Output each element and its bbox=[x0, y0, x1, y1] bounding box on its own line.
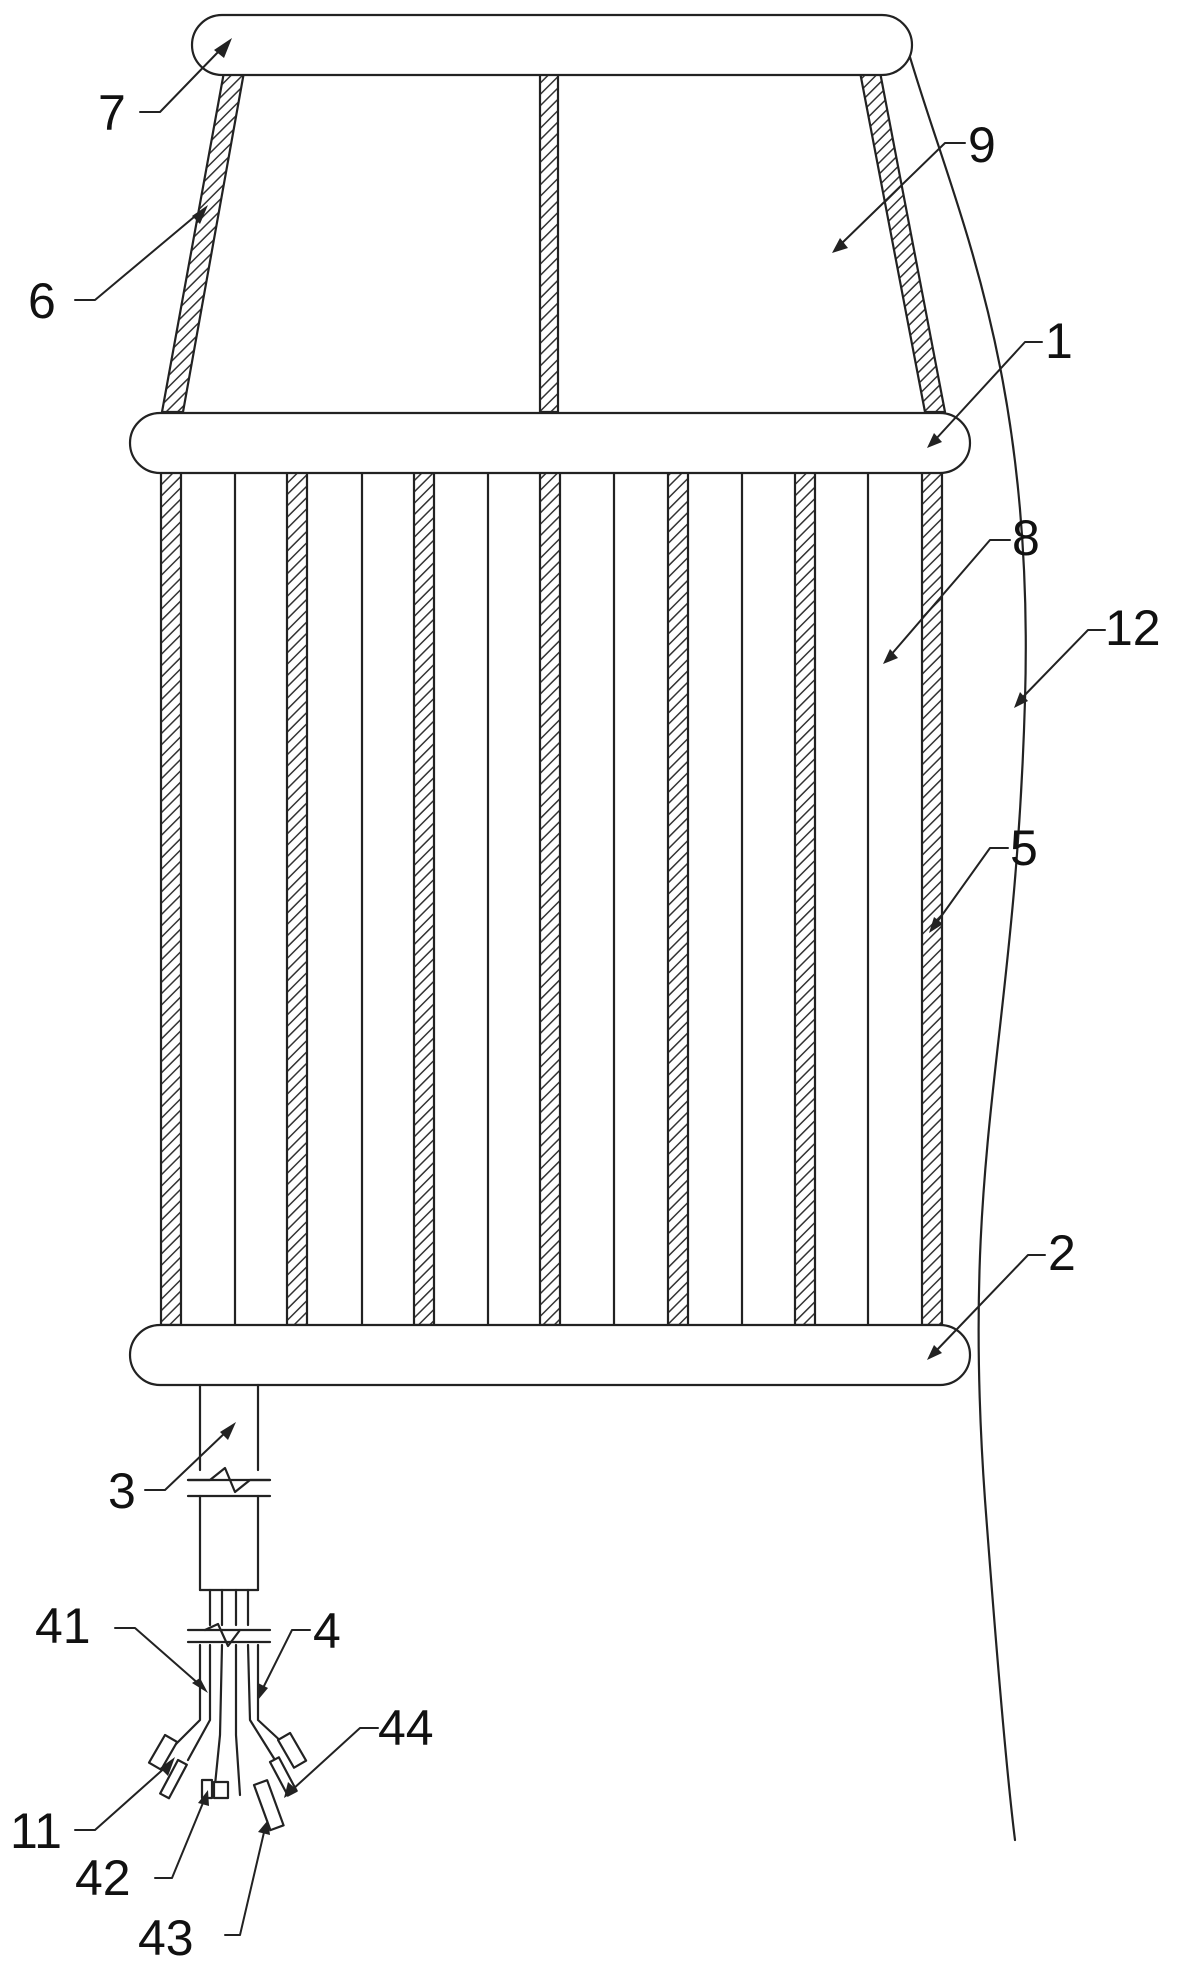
reference-labels: 7 9 6 1 8 12 5 2 3 41 4 44 11 42 43 bbox=[10, 85, 1161, 1966]
tube-3 bbox=[186, 1383, 272, 1592]
label-7: 7 bbox=[98, 85, 126, 141]
hatched-rod bbox=[666, 468, 690, 1327]
upper-side-rod-left bbox=[160, 70, 246, 414]
label-5: 5 bbox=[1010, 820, 1038, 876]
vertical-rods bbox=[159, 468, 944, 1327]
label-1: 1 bbox=[1045, 313, 1073, 369]
leader-lines bbox=[74, 49, 1106, 1936]
upper-side-rod-right bbox=[858, 70, 947, 414]
electrode-42-b bbox=[212, 1780, 230, 1800]
hatched-rod bbox=[285, 468, 309, 1327]
label-9: 9 bbox=[968, 117, 996, 173]
label-8: 8 bbox=[1012, 510, 1040, 566]
upper-center-rod bbox=[538, 70, 560, 414]
arrowheads bbox=[160, 38, 1028, 1835]
wire-bundle-4 bbox=[173, 1588, 287, 1797]
hatched-rod bbox=[412, 468, 436, 1327]
hatched-rod bbox=[793, 468, 817, 1327]
bottom-ring-2 bbox=[128, 1323, 972, 1387]
label-11: 11 bbox=[10, 1803, 62, 1859]
electrode-11 bbox=[147, 1733, 179, 1771]
top-ring-7 bbox=[190, 13, 914, 77]
hatched-rod bbox=[538, 468, 562, 1327]
label-12: 12 bbox=[1105, 600, 1161, 656]
outer-curve-12 bbox=[903, 38, 1027, 1842]
electrode-43 bbox=[252, 1779, 285, 1832]
label-2: 2 bbox=[1048, 1225, 1076, 1281]
electrode-tips bbox=[147, 1731, 308, 1832]
label-6: 6 bbox=[28, 273, 56, 329]
label-3: 3 bbox=[108, 1463, 136, 1519]
label-43: 43 bbox=[138, 1910, 194, 1966]
middle-ring-1 bbox=[128, 411, 972, 475]
label-41: 41 bbox=[35, 1598, 91, 1654]
electrode-44 bbox=[276, 1731, 308, 1769]
hatched-rod bbox=[159, 468, 183, 1327]
label-4: 4 bbox=[313, 1603, 341, 1659]
label-42: 42 bbox=[75, 1850, 131, 1906]
label-44: 44 bbox=[378, 1700, 434, 1756]
electrode-11-b bbox=[159, 1758, 188, 1800]
